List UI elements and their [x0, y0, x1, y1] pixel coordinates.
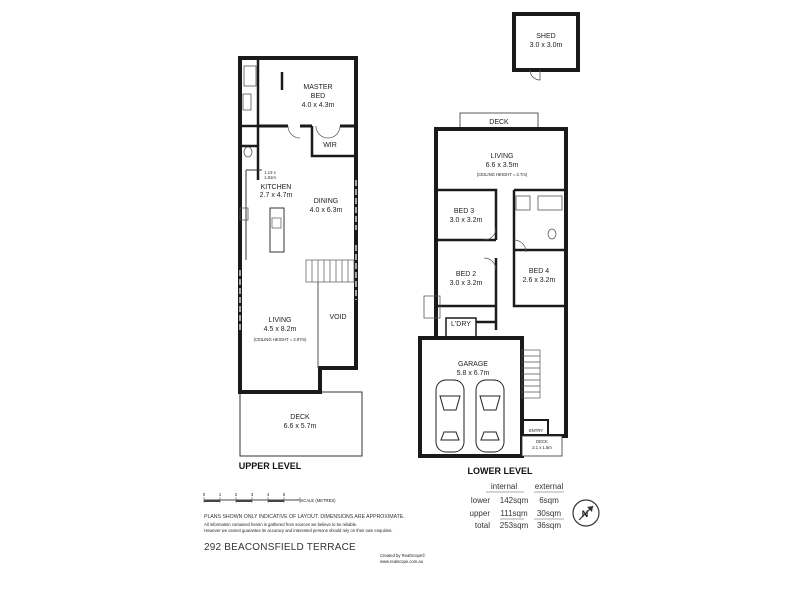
credit-line-1: Created by RealScope©	[380, 553, 426, 558]
kitchen-dimensions: 2.7 x 4.7m	[260, 192, 293, 199]
scale-tick-3: 3	[251, 492, 254, 497]
lower-toilet	[547, 228, 557, 240]
upper-windows	[239, 180, 357, 330]
upper-deck-area	[239, 391, 363, 457]
scale-tick-4: 4	[267, 492, 270, 497]
kitchen-note-1: 1.13 x	[264, 170, 276, 175]
master-bed-label-2: BED	[311, 93, 325, 100]
kitchen-label: KITCHEN	[261, 184, 292, 191]
credit-line-2: www.realscope.com.au	[380, 559, 424, 564]
upper-stairs	[305, 259, 355, 283]
master-bed-dimensions: 4.0 x 4.3m	[302, 102, 335, 109]
scale-label: SCALE (METRES)	[300, 498, 336, 503]
dining-label: DINING	[314, 198, 339, 205]
kitchen-benches	[245, 169, 262, 260]
disclaimer-line-1: PLANS SHOWN ONLY INDICATIVE OF LAYOUT. D…	[204, 514, 405, 520]
area-row-upper-external: 30sqm	[537, 509, 561, 518]
upper-living-label: LIVING	[269, 317, 292, 324]
rear-deck-label: DECK	[489, 119, 509, 126]
bed-doors	[483, 227, 527, 271]
kitchen-note-2: 1.81m	[264, 175, 276, 180]
upper-level-plan	[238, 56, 363, 457]
master-door-swing	[287, 125, 301, 139]
area-row-upper-label: upper	[470, 509, 491, 518]
lower-bath	[537, 195, 563, 211]
void-label: VOID	[329, 314, 346, 321]
scale-tick-1: 1	[219, 492, 222, 497]
upper-deck-label: DECK	[290, 414, 310, 421]
vanity	[242, 93, 252, 111]
bed4-dimensions: 2.6 x 3.2m	[523, 277, 556, 284]
laundry	[445, 317, 477, 339]
lower-shower	[515, 195, 531, 211]
area-header-external: external	[535, 482, 564, 491]
scale-tick-5: 5	[283, 492, 286, 497]
property-address: 292 BEACONSFIELD TERRACE	[204, 542, 356, 553]
area-header-internal: internal	[491, 482, 517, 491]
area-row-total-internal: 253sqm	[500, 521, 529, 530]
bed3-label: BED 3	[454, 208, 474, 215]
shed-dimensions: 3.0 x 3.0m	[530, 42, 563, 49]
area-row-lower-label: lower	[471, 496, 490, 505]
wir-doors	[315, 125, 341, 139]
lower-level-title: LOWER LEVEL	[468, 466, 534, 476]
car-right	[475, 379, 505, 453]
front-deck	[521, 435, 563, 457]
front-deck-dimensions: 2.1 x 1.5m	[532, 445, 552, 450]
lower-living-ceiling: (CEILING HEIGHT = 2.7m)	[477, 172, 528, 177]
shower	[243, 65, 257, 87]
ensuite-walls	[240, 58, 284, 180]
area-row-total-label: total	[475, 521, 490, 530]
side-path	[423, 295, 441, 319]
lower-internal-walls	[434, 188, 566, 338]
scale-bar	[203, 497, 301, 503]
master-bed-label: MASTER	[303, 84, 332, 91]
scale-tick-2: 2	[235, 492, 238, 497]
sink	[271, 217, 282, 229]
lower-living-dimensions: 6.6 x 3.5m	[486, 162, 519, 169]
garage-label: GARAGE	[458, 361, 488, 368]
garage-dimensions: 5.8 x 6.7m	[457, 370, 490, 377]
disclaimer-line-3: However we cannot guarantee its accuracy…	[204, 528, 393, 533]
scale-tick-0: 0	[203, 492, 206, 497]
upper-level-title: UPPER LEVEL	[239, 461, 302, 471]
upper-living-dimensions: 4.5 x 8.2m	[264, 326, 297, 333]
bed3-dimensions: 3.0 x 3.2m	[450, 217, 483, 224]
disclaimer-line-2: All information contained herein is gath…	[204, 522, 357, 527]
compass-icon	[572, 499, 600, 527]
laundry-label: L'DRY	[451, 321, 471, 328]
upper-living-ceiling: (CEILING HEIGHT = 2.97m)	[254, 337, 307, 342]
area-row-upper-internal: 111sqm	[500, 509, 528, 518]
dining-dimensions: 4.0 x 6.3m	[310, 207, 343, 214]
bed2-label: BED 2	[456, 271, 476, 278]
compass-north-label: N	[582, 509, 589, 519]
car-left	[435, 379, 465, 453]
upper-outer-walls	[238, 56, 358, 394]
front-deck-label: DECK	[536, 439, 548, 444]
wir-label: WIR	[323, 142, 337, 149]
entry-label: ENTRY	[529, 428, 543, 433]
entry-walls	[522, 419, 549, 436]
bed2-dimensions: 3.0 x 3.2m	[450, 280, 483, 287]
upper-deck-dimensions: 6.6 x 5.7m	[284, 423, 317, 430]
area-row-lower-internal: 142sqm	[500, 496, 529, 505]
wir-walls	[310, 126, 356, 158]
bed4-label: BED 4	[529, 268, 549, 275]
toilet	[243, 146, 253, 158]
shed-plan	[512, 12, 580, 81]
lower-stairs	[521, 349, 541, 399]
cooktop	[239, 207, 249, 221]
shed-label: SHED	[536, 33, 555, 40]
kitchen-island	[269, 207, 285, 253]
lower-level-plan	[418, 112, 568, 458]
area-row-lower-external: 6sqm	[539, 496, 559, 505]
area-row-total-external: 36sqm	[537, 521, 561, 530]
lower-living-label: LIVING	[491, 153, 514, 160]
